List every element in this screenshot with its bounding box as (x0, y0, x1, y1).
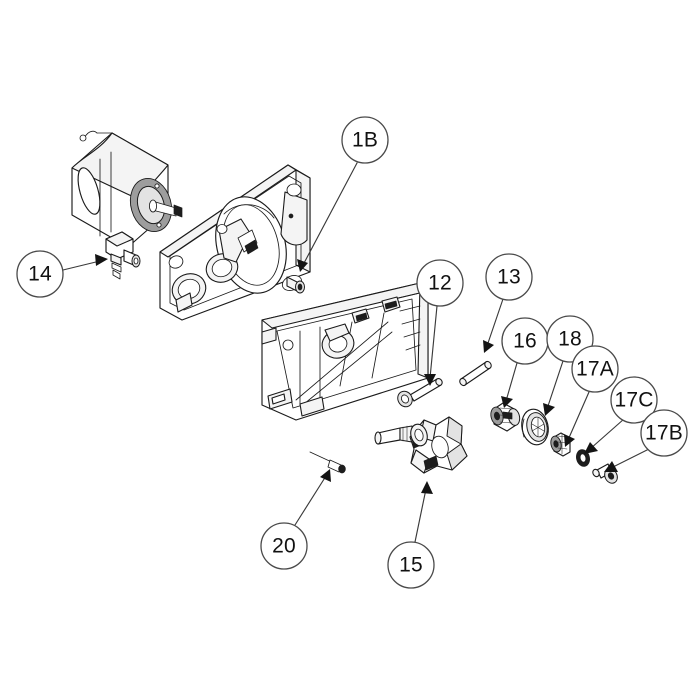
part-o-ring-washer (576, 449, 590, 467)
callout-label-12: 12 (428, 272, 452, 295)
part-mounting-screw-1b (286, 276, 305, 294)
part-elbow-fitting (105, 231, 141, 280)
callout-label-20: 20 (272, 535, 296, 558)
callout-label-15: 15 (399, 554, 423, 577)
callout-15[interactable]: 15 (387, 541, 435, 589)
part-bearing-ring (521, 408, 549, 446)
callout-bubbles: 1B 14 12 13 16 18 17A 17C (16, 116, 688, 589)
part-pump-head-plate (159, 164, 311, 321)
callout-17A[interactable]: 17A (571, 345, 619, 393)
part-star-knob (374, 416, 468, 474)
part-dowel-pin (459, 360, 492, 387)
callout-label-13: 13 (497, 266, 521, 289)
callout-12[interactable]: 12 (416, 259, 464, 307)
callout-label-17C: 17C (614, 389, 653, 412)
callout-1B[interactable]: 1B (341, 116, 389, 164)
part-ribbed-housing (261, 282, 429, 421)
part-set-screw (309, 451, 346, 474)
leader-lines (62, 162, 650, 543)
callout-label-1B: 1B (352, 129, 378, 152)
callout-label-14: 14 (28, 263, 52, 286)
callout-17C[interactable]: 17C (610, 376, 658, 424)
callout-label-16: 16 (513, 330, 537, 353)
callout-16[interactable]: 16 (501, 317, 549, 365)
callout-13[interactable]: 13 (485, 253, 533, 301)
callout-label-18: 18 (558, 328, 582, 351)
callout-label-17B: 17B (645, 422, 683, 445)
callout-20[interactable]: 20 (260, 522, 308, 570)
callout-17B[interactable]: 17B (640, 409, 688, 457)
part-shoulder-bolt (397, 377, 443, 408)
part-electric-motor (71, 130, 183, 248)
callout-label-17A: 17A (576, 358, 614, 381)
callout-14[interactable]: 14 (16, 250, 64, 298)
